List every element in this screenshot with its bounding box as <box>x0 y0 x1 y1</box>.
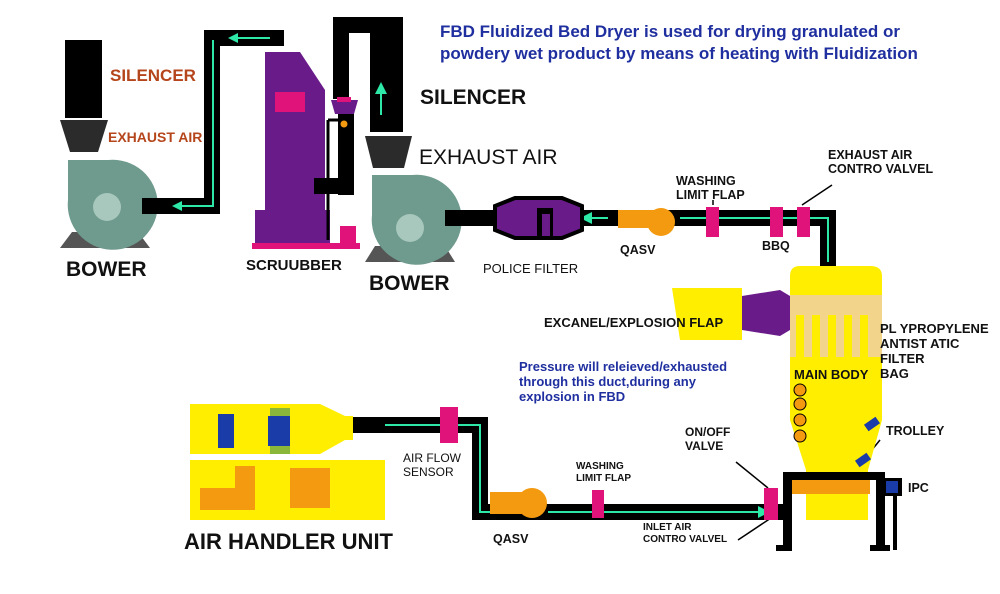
exhaust-air-control-valve <box>797 207 810 237</box>
left-exhaust-cone <box>60 120 108 152</box>
air-handler-unit <box>190 404 385 520</box>
label-washing-limit-flap-top: WASHING LIMIT FLAP <box>676 174 745 203</box>
label-silencer-left: SILENCER <box>110 66 196 85</box>
label-bower-left: BOWER <box>66 258 147 281</box>
label-filter-bag: PL YPROPYLENE ANTIST ATIC FILTER BAG <box>880 321 989 381</box>
fbd-stand <box>776 472 897 551</box>
flow-arrow-up <box>375 82 387 115</box>
label-police-filter: POLICE FILTER <box>483 261 579 276</box>
scrubber <box>252 52 360 249</box>
flow-arrow-left <box>172 33 270 211</box>
fluid-bed-beads <box>793 383 807 443</box>
label-air-flow-sensor: AIR FLOW SENSOR <box>403 451 462 479</box>
label-silencer-right: SILENCER <box>420 86 527 109</box>
air-flow-sensor <box>440 407 458 443</box>
label-air-handler-unit: AIR HANDLER UNIT <box>184 529 393 554</box>
label-main-body: MAIN BODY <box>794 367 869 382</box>
right-silencer <box>370 17 403 132</box>
washing-limit-flap-top <box>706 207 719 237</box>
washing-limit-flap-bottom <box>592 490 604 518</box>
label-scrubber: SCRUUBBER <box>246 257 342 274</box>
label-inlet-air-control: INLET AIR CONTRO VALVEL <box>643 522 728 545</box>
right-exhaust-cone <box>365 136 412 168</box>
label-exhaust-air-right: EXHAUST AIR <box>419 146 558 169</box>
fbd-main-body <box>790 266 882 520</box>
label-bower-right: BOWER <box>369 272 450 295</box>
label-explosion-flap: EXCANEL/EXPLOSION FLAP <box>544 315 724 330</box>
label-exhaust-air-left: EXHAUST AIR <box>108 129 203 145</box>
label-bbq: BBQ <box>762 239 790 253</box>
bbq-valve <box>770 207 783 237</box>
explosion-flap <box>672 288 790 340</box>
left-silencer <box>65 40 102 118</box>
header-line-2: powdery wet product by means of heating … <box>440 44 918 63</box>
label-trolley: TROLLEY <box>886 424 945 438</box>
qasv-top <box>618 208 675 236</box>
label-on-off-valve: ON/OFF VALVE <box>685 425 731 453</box>
qasv-bottom <box>490 488 547 518</box>
label-washing-limit-flap-bottom: WASHING LIMIT FLAP <box>576 461 631 484</box>
label-exhaust-air-control: EXHAUST AIR CONTRO VALVEL <box>828 148 934 177</box>
ipc-panel <box>882 478 902 496</box>
header-line-1: FBD Fluidized Bed Dryer is used for dryi… <box>440 22 901 41</box>
label-pressure-note: Pressure will releieved/exhausted throug… <box>519 359 728 404</box>
right-blower <box>365 174 462 265</box>
left-blower <box>60 159 158 250</box>
police-filter <box>493 196 584 240</box>
label-qasv-bottom: QASV <box>493 532 529 546</box>
flow-arrow-exhaust <box>580 212 829 262</box>
label-qasv-top: QASV <box>620 243 656 257</box>
on-off-valve <box>764 488 778 520</box>
label-ipc: IPC <box>908 481 929 495</box>
